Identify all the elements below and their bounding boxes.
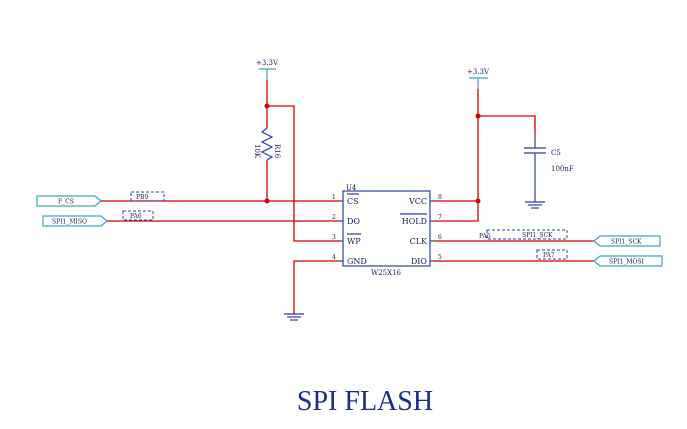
resistor-value: 10K (253, 144, 261, 159)
capacitor-c5: C5 100nF (524, 134, 574, 202)
port-spi1-mosi[interactable]: SPI1_MOSI (593, 255, 663, 267)
resistor-ref: R16 (273, 144, 281, 159)
wire-gnd (293, 260, 339, 314)
port-spi1-miso[interactable]: SPI1_MISO (42, 215, 108, 227)
pin-name-cs: CS (347, 197, 359, 206)
pin-name-dio: DIO (411, 257, 428, 266)
pin-name-clk: CLK (410, 237, 428, 246)
pin-number: 3 (332, 234, 336, 241)
pin-number: 8 (438, 194, 442, 201)
net-label-pa5: PA5 SPI1_SCK (479, 229, 568, 240)
wire-hold-pin (434, 201, 479, 222)
pin-number: 4 (332, 254, 336, 261)
diagram-title: SPI FLASH (297, 386, 433, 417)
svg-text:PA6: PA6 (130, 213, 142, 220)
power-label-right: +3.3V (467, 68, 490, 76)
ic-part: W25X16 (371, 269, 402, 277)
net-label-pa7: PA7 (536, 249, 568, 260)
net-label-spi1-sck: SPI1_SCK (522, 232, 553, 239)
pin-name-wp: WP (347, 237, 361, 246)
pin-name-do: DO (347, 217, 360, 226)
wire-wp-pullup (267, 105, 339, 242)
power-symbol-right: +3.3V (467, 68, 490, 89)
pin-name-vcc: VCC (408, 197, 427, 206)
pin-name-gnd: GND (347, 257, 367, 266)
port-label-spi1-sck: SPI1_SCK (611, 239, 642, 246)
capacitor-ref: C5 (551, 149, 561, 157)
port-label-spi1-miso: SPI1_MISO (52, 219, 87, 226)
svg-text:PA7: PA7 (543, 252, 555, 259)
pin-number: 5 (438, 254, 442, 261)
svg-text:PA5: PA5 (479, 233, 491, 240)
port-label-spi1-mosi: SPI1_MOSI (609, 259, 645, 266)
power-label-left: +3.3V (256, 59, 279, 67)
resistor-r16: R16 10K (253, 106, 281, 201)
ic-ref: U4 (346, 184, 357, 192)
ground-symbol-left (284, 313, 304, 321)
port-f-cs[interactable]: F_CS (36, 195, 102, 207)
ic-u4: U4 W25X16 1 2 3 4 CS DO WP GND 8 7 6 5 V… (332, 184, 442, 277)
pin-name-hold: HOLD (402, 217, 427, 226)
pin-number: 2 (332, 214, 336, 221)
net-label-pb9: PB9 (130, 191, 165, 202)
pin-number: 1 (332, 194, 336, 201)
capacitor-value: 100nF (551, 165, 574, 173)
port-spi1-sck[interactable]: SPI1_SCK (593, 235, 661, 247)
net-label-pa6: PA6 (122, 210, 154, 221)
svg-text:PB9: PB9 (136, 194, 148, 201)
power-symbol-left: +3.3V (256, 59, 279, 80)
wire-c5-top (478, 115, 536, 134)
pin-number: 7 (438, 214, 442, 221)
ground-symbol-right (525, 201, 545, 209)
port-label-f-cs: F_CS (58, 199, 74, 206)
pin-number: 6 (438, 234, 442, 241)
